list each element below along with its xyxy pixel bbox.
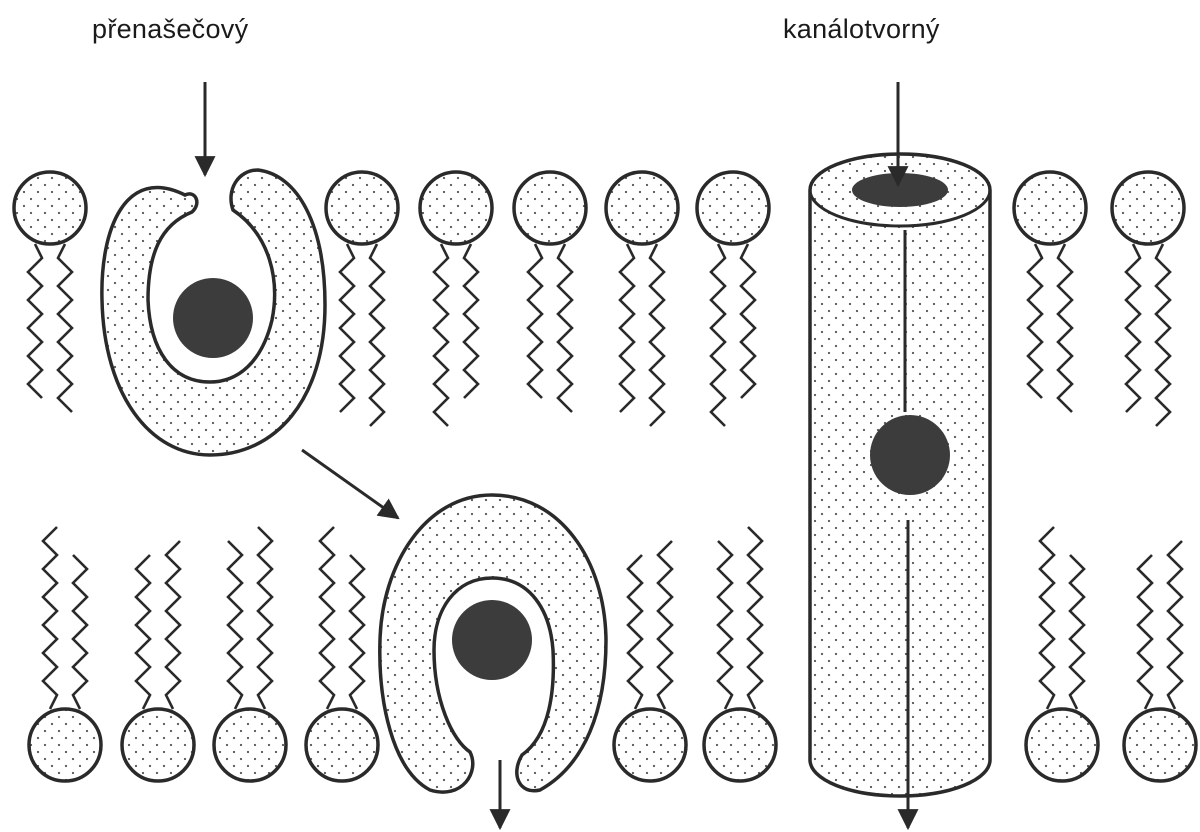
lipid-head bbox=[514, 172, 586, 244]
lipid-tail bbox=[340, 244, 354, 412]
solute-particle bbox=[173, 278, 253, 358]
lipid-head bbox=[122, 709, 194, 781]
carrier-protein-open-bottom bbox=[380, 495, 606, 792]
lipid-tail bbox=[434, 244, 448, 426]
solute-particle bbox=[452, 600, 532, 680]
phospholipid bbox=[420, 172, 492, 426]
lipid-tail bbox=[748, 527, 762, 709]
phospholipid bbox=[1112, 172, 1184, 426]
phospholipid bbox=[306, 527, 378, 781]
lipid-tail bbox=[1028, 244, 1042, 398]
lipid-head bbox=[704, 709, 776, 781]
lipid-head bbox=[1014, 172, 1086, 244]
lipid-head bbox=[697, 172, 769, 244]
lipid-head bbox=[420, 172, 492, 244]
phospholipid bbox=[606, 172, 678, 426]
lipid-tail bbox=[628, 555, 642, 709]
carrier-protein-open-top bbox=[102, 170, 325, 455]
solute-particle bbox=[870, 415, 950, 495]
lipid-head bbox=[14, 172, 86, 244]
lipid-tail bbox=[1156, 244, 1170, 426]
phospholipid bbox=[122, 541, 194, 781]
lipid-tail bbox=[1168, 541, 1182, 709]
lipid-head bbox=[214, 709, 286, 781]
phospholipid bbox=[1124, 541, 1196, 781]
lipid-tail bbox=[43, 527, 57, 709]
lipid-tail bbox=[741, 244, 755, 398]
phospholipid bbox=[514, 172, 586, 412]
phospholipid bbox=[29, 527, 101, 781]
lipid-tail bbox=[73, 555, 87, 709]
lipid-tail bbox=[620, 244, 634, 412]
phospholipid bbox=[697, 172, 769, 426]
phospholipid bbox=[1026, 527, 1098, 781]
lipid-tail bbox=[58, 244, 72, 412]
lipid-tail bbox=[711, 244, 725, 426]
phospholipid bbox=[1014, 172, 1086, 412]
lipid-tail bbox=[528, 244, 542, 398]
lipid-tail bbox=[166, 541, 180, 709]
lipid-head bbox=[614, 709, 686, 781]
lipid-tail bbox=[320, 527, 334, 709]
lipid-tail bbox=[1040, 527, 1054, 709]
phospholipid bbox=[14, 172, 86, 412]
phospholipid bbox=[704, 527, 776, 781]
channel-pore bbox=[852, 173, 948, 207]
phospholipid bbox=[614, 541, 686, 781]
lipid-tail bbox=[650, 244, 664, 426]
phospholipid bbox=[214, 527, 286, 781]
lipid-tail bbox=[136, 555, 150, 709]
lipid-tail bbox=[1070, 555, 1084, 709]
lipid-head bbox=[306, 709, 378, 781]
lipid-bilayer bbox=[14, 172, 1196, 781]
lipid-head bbox=[1112, 172, 1184, 244]
lipid-head bbox=[1124, 709, 1196, 781]
lipid-head bbox=[326, 172, 398, 244]
lipid-tail bbox=[258, 527, 272, 709]
lipid-tail bbox=[558, 244, 572, 412]
lipid-head bbox=[29, 709, 101, 781]
lipid-tail bbox=[370, 244, 384, 426]
phospholipid bbox=[326, 172, 398, 426]
lipid-tail bbox=[718, 541, 732, 709]
lipid-tail bbox=[350, 555, 364, 709]
lipid-tail bbox=[464, 244, 478, 398]
lipid-head bbox=[606, 172, 678, 244]
lipid-head bbox=[1026, 709, 1098, 781]
lipid-tail bbox=[1138, 555, 1152, 709]
lipid-tail bbox=[28, 244, 42, 398]
lipid-tail bbox=[1126, 244, 1140, 412]
lipid-tail bbox=[1058, 244, 1072, 412]
arrow-carrier-transition bbox=[302, 450, 398, 518]
lipid-tail bbox=[228, 541, 242, 709]
channel-protein bbox=[810, 154, 990, 796]
lipid-tail bbox=[658, 541, 672, 709]
